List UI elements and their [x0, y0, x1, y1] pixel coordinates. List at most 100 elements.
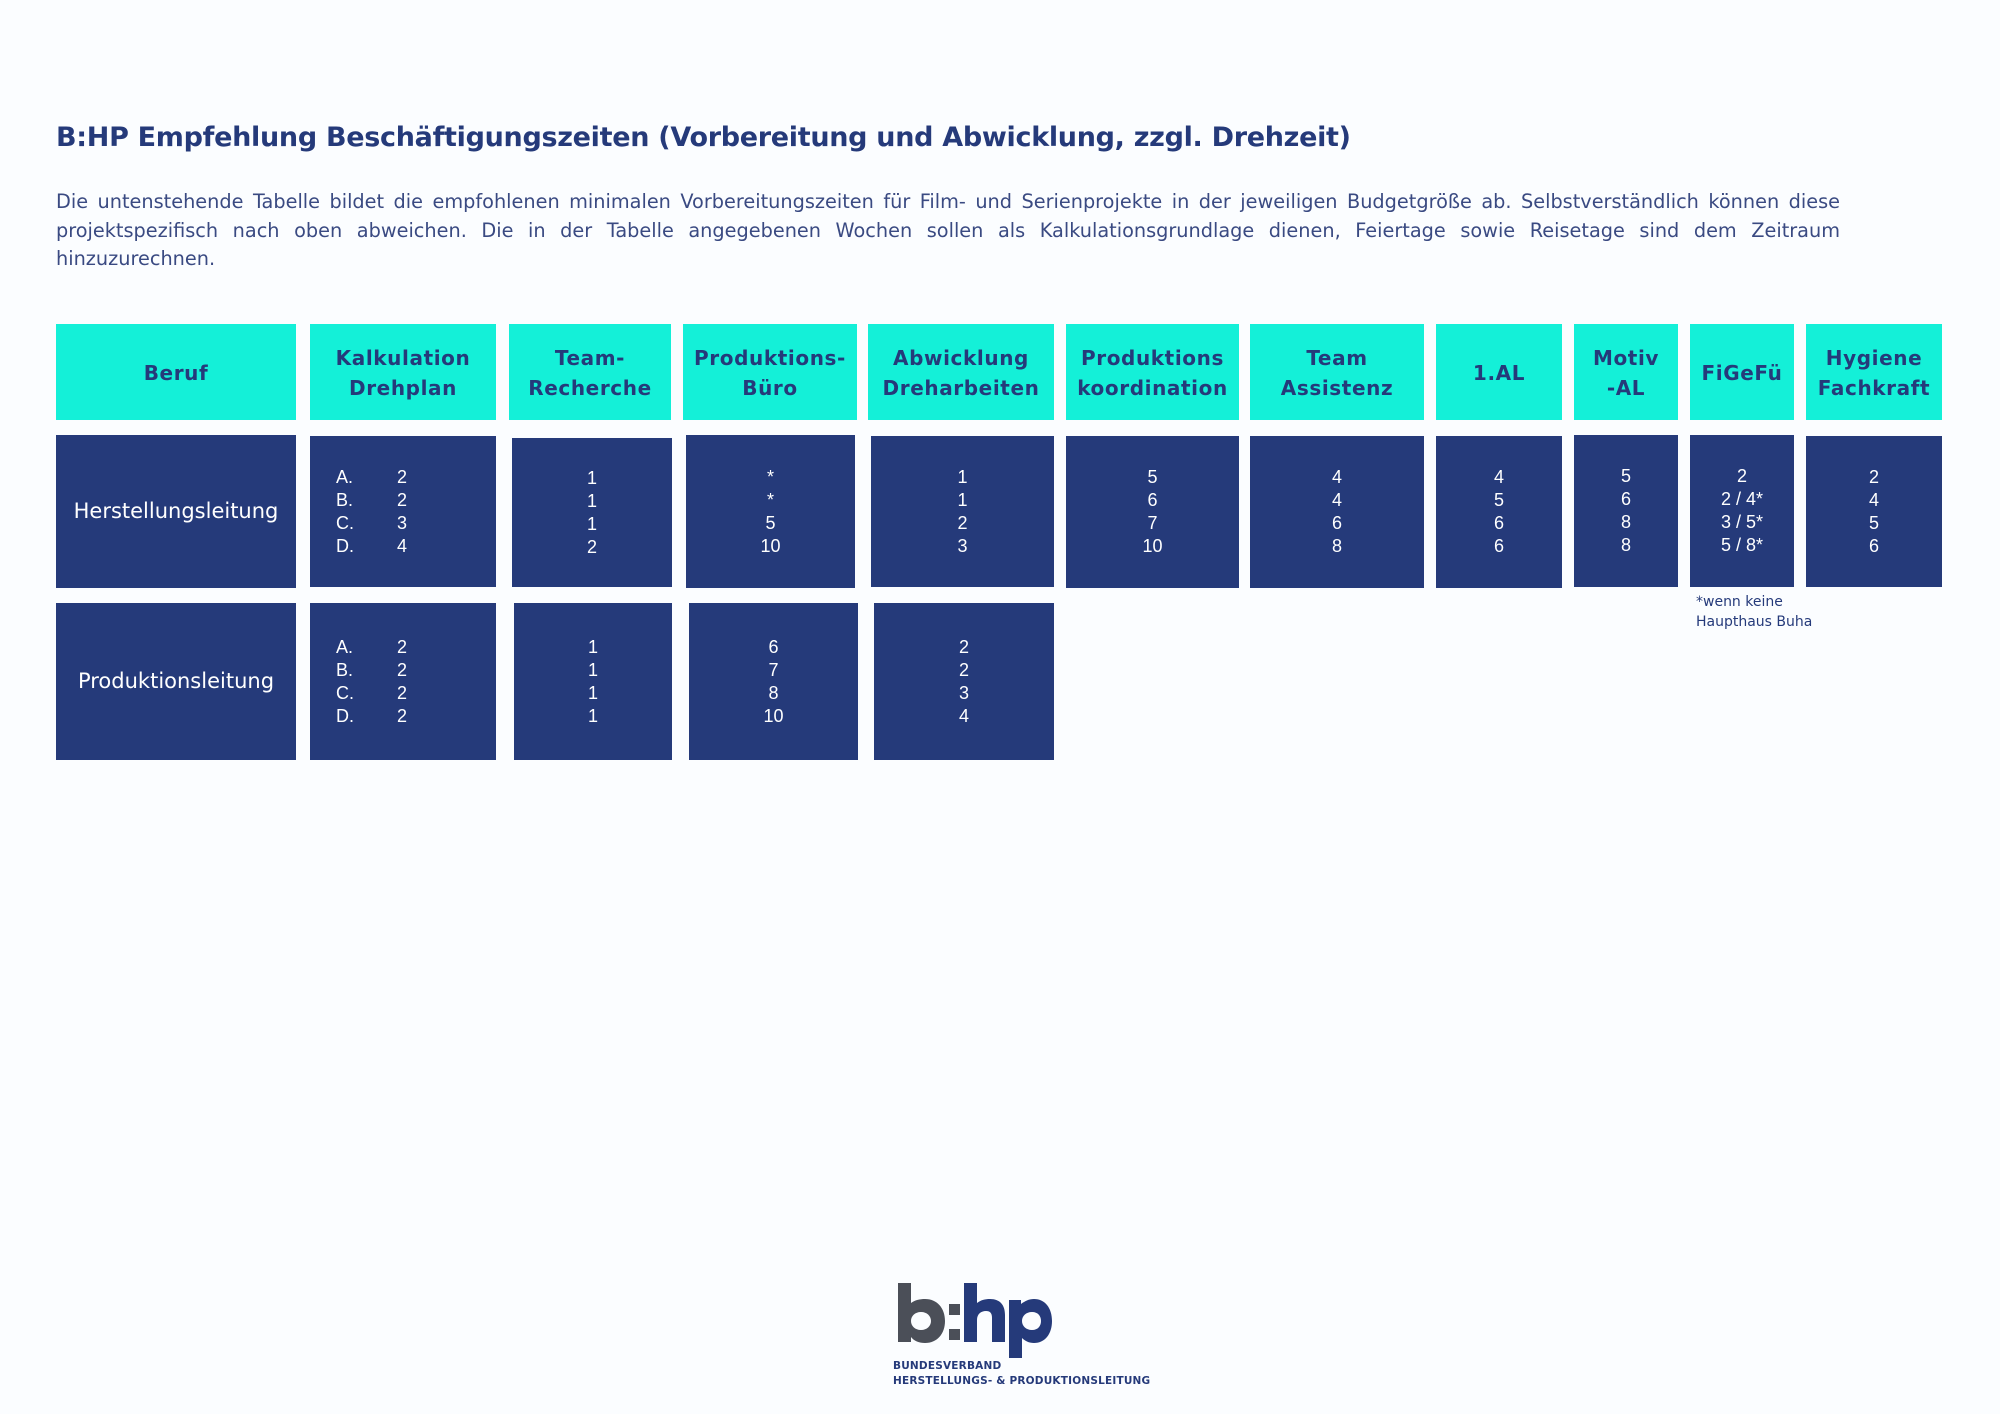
header-text-line: Drehplan — [349, 376, 457, 400]
header-text-line: Büro — [742, 376, 798, 400]
weeks-value: 1 — [586, 467, 597, 488]
header-produktionskoordination: Produktions koordination — [1066, 324, 1239, 420]
weeks-cell-team-assistenz: 4 4 6 8 — [1250, 436, 1424, 588]
bhp-logo-mark — [898, 1283, 1052, 1358]
header-text-line: Beruf — [143, 361, 209, 385]
weeks-value: 1 — [587, 682, 598, 703]
budget-class-letter: B. — [336, 659, 354, 680]
weeks-value: 5 — [1493, 490, 1504, 510]
weeks-value: 6 — [1620, 489, 1631, 509]
weeks-value: 1 — [957, 489, 968, 510]
weeks-value: 4 — [1868, 489, 1879, 510]
header-text-line: 1.AL — [1472, 361, 1526, 385]
weeks-value: 4 — [1493, 467, 1504, 487]
logo-text-line2: HERSTELLUNGS- & PRODUKTIONSLEITUNG — [893, 1375, 1151, 1387]
weeks-value: * — [766, 489, 774, 510]
header-text-line: Assistenz — [1280, 376, 1394, 400]
budget-class-letter: B. — [336, 489, 354, 510]
header-text-line: Abwicklung — [893, 346, 1029, 370]
weeks-value: 8 — [1331, 536, 1342, 556]
header-text-line: Hygiene — [1825, 346, 1923, 370]
weeks-value: 6 — [768, 636, 779, 657]
header-produktionsbuero: Produktions- Büro — [683, 324, 857, 420]
weeks-value: 5 — [1620, 466, 1631, 486]
weeks-value: 5 / 8* — [1720, 535, 1764, 555]
weeks-value: 10 — [1142, 536, 1163, 556]
weeks-value: 2 — [586, 536, 597, 557]
weeks-value: 6 — [1868, 535, 1879, 556]
weeks-value: 6 — [1493, 513, 1504, 533]
weeks-value: 5 — [765, 512, 776, 533]
bhp-logo: BUNDESVERBAND HERSTELLUNGS- & PRODUKTION… — [893, 1280, 1150, 1387]
weeks-value: 2 — [958, 636, 969, 657]
weeks-value: 5 — [1868, 512, 1879, 533]
budget-class-letter: C. — [336, 512, 354, 533]
budget-class-row: C.2 — [336, 682, 412, 705]
row-label-cell: Herstellungsleitung — [56, 435, 296, 588]
weeks-value: 10 — [763, 705, 784, 726]
weeks-value: 8 — [1620, 512, 1631, 532]
page-title: B:HP Empfehlung Beschäftigungszeiten (Vo… — [56, 122, 1351, 153]
header-text-line: Team — [1306, 346, 1368, 370]
weeks-value: 7 — [768, 659, 779, 680]
header-beruf: Beruf — [56, 324, 296, 420]
budget-class-letter: A. — [336, 636, 354, 657]
budget-class-row: C. 3 — [336, 512, 412, 535]
weeks-value: 1 — [586, 490, 597, 511]
weeks-value: 2 — [396, 636, 407, 657]
header-text-line: Kalkulation — [335, 346, 471, 370]
weeks-value: 6 — [1147, 490, 1158, 510]
weeks-value: 1 — [587, 636, 598, 657]
weeks-value: 8 — [1620, 535, 1631, 555]
weeks-value: 1 — [587, 659, 598, 680]
weeks-value: 8 — [768, 682, 779, 703]
budget-class-row: B.2 — [336, 489, 412, 512]
header-text-line: FiGeFü — [1701, 361, 1783, 385]
weeks-value: 2 — [396, 682, 407, 703]
weeks-value: 2 — [396, 466, 407, 487]
budget-class-letter: D. — [336, 705, 354, 726]
budget-class-row: A. 2 — [336, 636, 412, 659]
header-figefu: FiGeFü — [1690, 324, 1794, 420]
weeks-value: 10 — [760, 535, 781, 556]
weeks-value: 6 — [1493, 536, 1504, 556]
intro-paragraph: Die untenstehende Tabelle bildet die emp… — [56, 190, 1840, 270]
header-text-line: Fachkraft — [1817, 376, 1931, 400]
weeks-value: 2 — [396, 705, 407, 726]
weeks-value: 7 — [1147, 513, 1158, 533]
weeks-value: 1 — [586, 513, 597, 534]
weeks-value: 2 — [1868, 466, 1879, 487]
header-text-line: Produktions — [1080, 346, 1224, 370]
budget-class-row: B. 2 — [336, 659, 412, 682]
weeks-value: 2 — [396, 659, 407, 680]
logo-text-line1: BUNDESVERBAND — [893, 1360, 1002, 1372]
weeks-value: 2 — [1736, 466, 1747, 486]
header-text-line: Team- — [554, 346, 626, 370]
figefu-footnote: *wenn keine Haupthaus Buha — [1696, 592, 1812, 632]
footnote-line: *wenn keine — [1696, 594, 1783, 610]
row-label: Herstellungsleitung — [73, 499, 279, 523]
budget-class-letter: D. — [336, 535, 354, 556]
weeks-value: 4 — [396, 535, 407, 556]
header-text-line: Recherche — [528, 376, 652, 400]
header-text-line: koordination — [1077, 376, 1228, 400]
header-text-line: Produktions- — [694, 346, 846, 370]
header-text-line: -AL — [1606, 376, 1646, 400]
budget-class-row: D. 4 — [336, 535, 412, 558]
weeks-value: 4 — [1331, 467, 1342, 487]
weeks-value: 6 — [1331, 513, 1342, 533]
weeks-value: 3 — [396, 512, 407, 533]
weeks-value: 4 — [1331, 490, 1342, 510]
weeks-value: 4 — [958, 705, 969, 726]
weeks-value: 2 — [958, 659, 969, 680]
